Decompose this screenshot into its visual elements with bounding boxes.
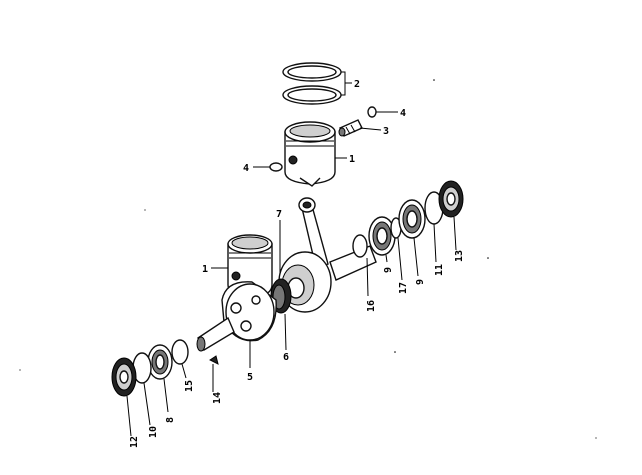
connecting-rod xyxy=(298,197,329,269)
right-seal-ring xyxy=(352,234,368,258)
callout-3: 3 xyxy=(383,126,389,137)
callout-6: 6 xyxy=(283,352,289,363)
callout-17: 17 xyxy=(398,282,409,294)
woodruff-key xyxy=(209,355,219,365)
wrist-pin xyxy=(338,119,363,137)
callout-labels: 2 4 3 1 4 7 1 16 9 17 9 11 13 6 5 14 15 … xyxy=(129,79,465,448)
callout-4-upper-right: 4 xyxy=(400,108,406,119)
callout-12: 12 xyxy=(129,436,140,448)
circlip-upper-left xyxy=(269,162,283,172)
callout-1-upper: 1 xyxy=(349,154,355,165)
callout-10: 10 xyxy=(148,426,159,438)
callout-14: 14 xyxy=(212,392,223,404)
callout-16: 16 xyxy=(366,300,377,312)
left-oil-seal xyxy=(111,357,137,397)
callout-13: 13 xyxy=(454,250,465,262)
leader-lines xyxy=(126,71,457,437)
left-seal-ring xyxy=(171,339,189,365)
callout-11: 11 xyxy=(434,264,445,276)
callout-1-lower: 1 xyxy=(202,264,208,275)
right-inner-ball-bearing xyxy=(368,216,396,256)
crankshaft xyxy=(196,245,377,352)
callout-8: 8 xyxy=(165,417,176,423)
left-ball-bearing xyxy=(147,344,173,380)
circlip-upper-right xyxy=(367,106,377,118)
background-specks xyxy=(19,79,597,439)
callout-2: 2 xyxy=(354,79,360,90)
callout-7: 7 xyxy=(276,209,282,220)
right-outer-ball-bearing xyxy=(398,199,426,239)
upper-piston xyxy=(284,121,336,187)
callout-4-left: 4 xyxy=(243,163,249,174)
callout-9-inner: 9 xyxy=(383,267,394,273)
right-oil-seal xyxy=(438,180,464,218)
piston-rings xyxy=(282,62,342,105)
callout-9-outer: 9 xyxy=(415,279,426,285)
callout-15: 15 xyxy=(184,380,195,392)
callout-5: 5 xyxy=(247,372,253,383)
